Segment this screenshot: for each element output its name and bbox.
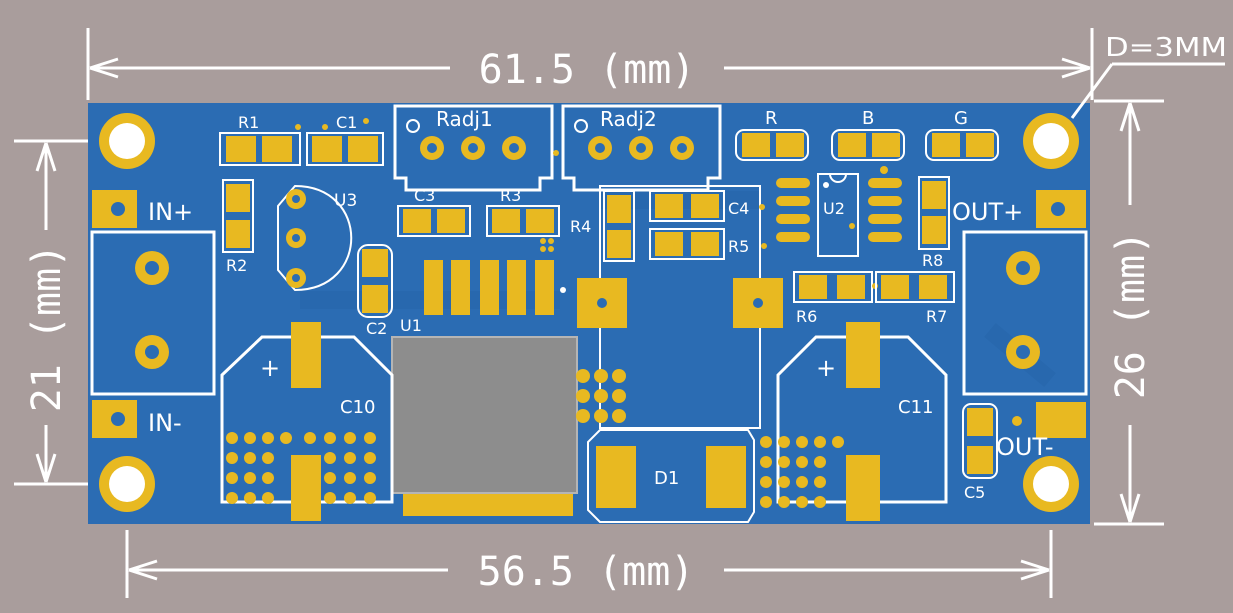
label-led-b: B [862, 108, 874, 129]
label-u2: U2 [823, 199, 845, 218]
dimension-width-top: 61.5 (mm) [479, 47, 696, 93]
c4-footprint [649, 190, 725, 222]
label-u1: U1 [400, 316, 422, 335]
label-radj1: Radj1 [436, 107, 493, 131]
hole-diameter-note: D=3MM [1105, 33, 1227, 63]
label-r2: R2 [226, 256, 247, 275]
label-in-plus: IN+ [148, 198, 193, 226]
label-in-minus: IN- [148, 409, 182, 437]
label-r4: R4 [570, 217, 591, 236]
label-c10: C10 [340, 397, 375, 418]
label-d1: D1 [654, 468, 679, 489]
label-r8: R8 [922, 251, 943, 270]
label-r3: R3 [500, 186, 521, 205]
led-b-footprint [831, 129, 905, 161]
label-c11: C11 [898, 397, 933, 418]
label-u3: U3 [334, 191, 357, 211]
via-cluster-center [576, 369, 626, 423]
u2-footprint [776, 166, 902, 257]
radj1-footprint [393, 104, 554, 192]
mounting-holes [99, 113, 1079, 512]
label-r7: R7 [926, 307, 947, 326]
r3-footprint [486, 205, 560, 237]
label-r1: R1 [238, 113, 259, 132]
r1-footprint [219, 132, 301, 166]
input-terminal [90, 190, 216, 438]
output-terminal [962, 190, 1088, 438]
u3-footprint [277, 184, 353, 292]
label-out-plus: OUT+ [952, 198, 1023, 226]
led-g-footprint [925, 129, 999, 161]
via-cluster-c10 [226, 432, 376, 504]
dimension-lines [14, 28, 1225, 598]
via-cluster-c11 [760, 436, 844, 508]
label-out-minus: OUT- [996, 433, 1054, 461]
label-c3: C3 [414, 186, 435, 205]
r5-footprint [649, 228, 725, 260]
label-r6: R6 [796, 307, 817, 326]
c1-footprint [306, 132, 384, 166]
via-cluster-r3 [540, 238, 554, 252]
r2-footprint [222, 179, 254, 253]
dimension-width-bottom: 56.5 (mm) [478, 549, 695, 595]
label-r5: R5 [728, 237, 749, 256]
label-c10-plus: + [260, 354, 280, 382]
label-c2: C2 [366, 319, 387, 338]
c3-footprint [397, 205, 471, 237]
r7-footprint [875, 271, 955, 303]
label-led-g: G [954, 108, 968, 129]
dimension-height-left: 21 (mm) [24, 244, 70, 413]
c2-footprint [357, 244, 393, 318]
label-c5: C5 [964, 483, 985, 502]
label-radj2: Radj2 [600, 107, 657, 131]
r4-footprint [603, 190, 635, 262]
c10-footprint [220, 322, 394, 521]
dimension-height-right: 26 (mm) [1108, 231, 1154, 400]
label-led-r: R [765, 108, 778, 129]
r8-footprint [918, 176, 950, 250]
r6-footprint [793, 271, 873, 303]
label-c1: C1 [336, 113, 357, 132]
u1-footprint [391, 260, 578, 516]
c5-footprint [962, 403, 998, 479]
d1-footprint [587, 429, 755, 523]
label-c11-plus: + [816, 354, 836, 382]
label-c4: C4 [728, 199, 749, 218]
led-r-footprint [735, 129, 809, 161]
